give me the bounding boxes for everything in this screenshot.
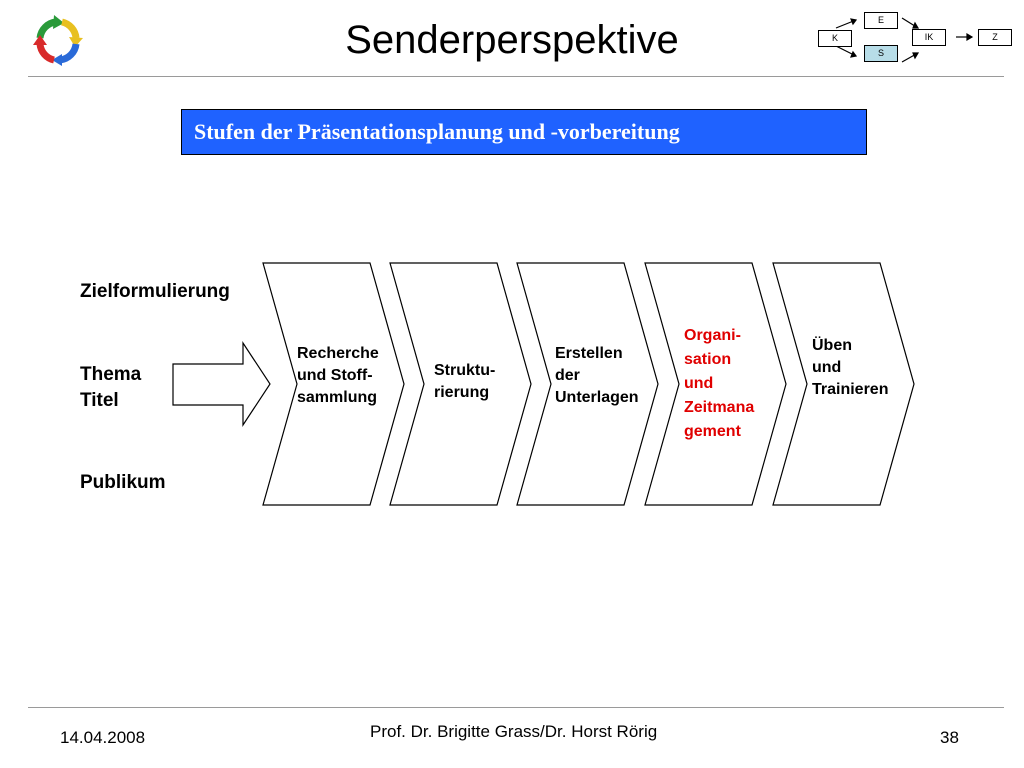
mini-box-ik: IK xyxy=(912,29,946,46)
mini-box-z: Z xyxy=(978,29,1012,46)
cycle-arrows-icon xyxy=(33,15,83,66)
step-4-line-2: sation xyxy=(684,351,732,368)
step-3-line-1: Erstellen xyxy=(555,345,623,362)
step-1-line-1: Recherche xyxy=(297,345,379,362)
slide-title: Senderperspektive xyxy=(345,18,679,62)
chevron-step-5 xyxy=(772,262,915,506)
label-zielformulierung: Zielformulierung xyxy=(80,281,230,302)
step-4-line-5: gement xyxy=(684,423,741,440)
chevron-step-4 xyxy=(644,262,787,506)
step-4-line-3: und xyxy=(684,375,714,392)
footer-divider xyxy=(28,707,1004,708)
mini-box-e: E xyxy=(864,12,898,29)
section-banner: Stufen der Präsentationsplanung und -vor… xyxy=(181,109,867,155)
step-1-line-2: und Stoff- xyxy=(297,367,373,384)
mini-box-s: S xyxy=(864,45,898,62)
page-number: 38 xyxy=(940,728,959,747)
step-3-line-3: Unterlagen xyxy=(555,389,639,406)
step-3-text: Erstellen der Unterlagen xyxy=(555,343,639,409)
footer-date: 14.04.2008 xyxy=(60,728,146,747)
header-divider xyxy=(28,76,1004,77)
step-1-line-3: sammlung xyxy=(297,389,378,406)
step-3-line-2: der xyxy=(555,367,580,384)
step-5-text: Üben und Trainieren xyxy=(812,335,888,401)
label-publikum: Publikum xyxy=(80,472,166,493)
chevron-step-1 xyxy=(262,262,405,506)
chevron-step-3 xyxy=(516,262,659,506)
step-4-text: Organi- sation und Zeitmana gement xyxy=(684,324,754,444)
input-arrow-shape xyxy=(172,340,271,428)
mini-diagram-arrows xyxy=(835,17,974,63)
footer-author: Prof. Dr. Brigitte Grass/Dr. Horst Rörig xyxy=(370,722,658,741)
banner-text: Stufen der Präsentationsplanung und -vor… xyxy=(194,119,680,144)
step-5-line-2: und xyxy=(812,359,842,376)
label-thema: Thema xyxy=(80,364,142,385)
mini-box-k: K xyxy=(818,30,852,47)
step-1-text: Recherche und Stoff- sammlung xyxy=(297,343,379,409)
step-4-line-4: Zeitmana xyxy=(684,399,755,416)
step-2-text: Struktu- rierung xyxy=(434,360,495,404)
step-4-line-1: Organi- xyxy=(684,327,741,344)
step-5-line-3: Trainieren xyxy=(812,381,889,398)
label-titel: Titel xyxy=(80,390,119,411)
step-2-line-1: Struktu- xyxy=(434,362,496,379)
chevron-step-2 xyxy=(389,262,532,506)
step-2-line-2: rierung xyxy=(434,384,490,401)
step-5-line-1: Üben xyxy=(812,337,852,354)
